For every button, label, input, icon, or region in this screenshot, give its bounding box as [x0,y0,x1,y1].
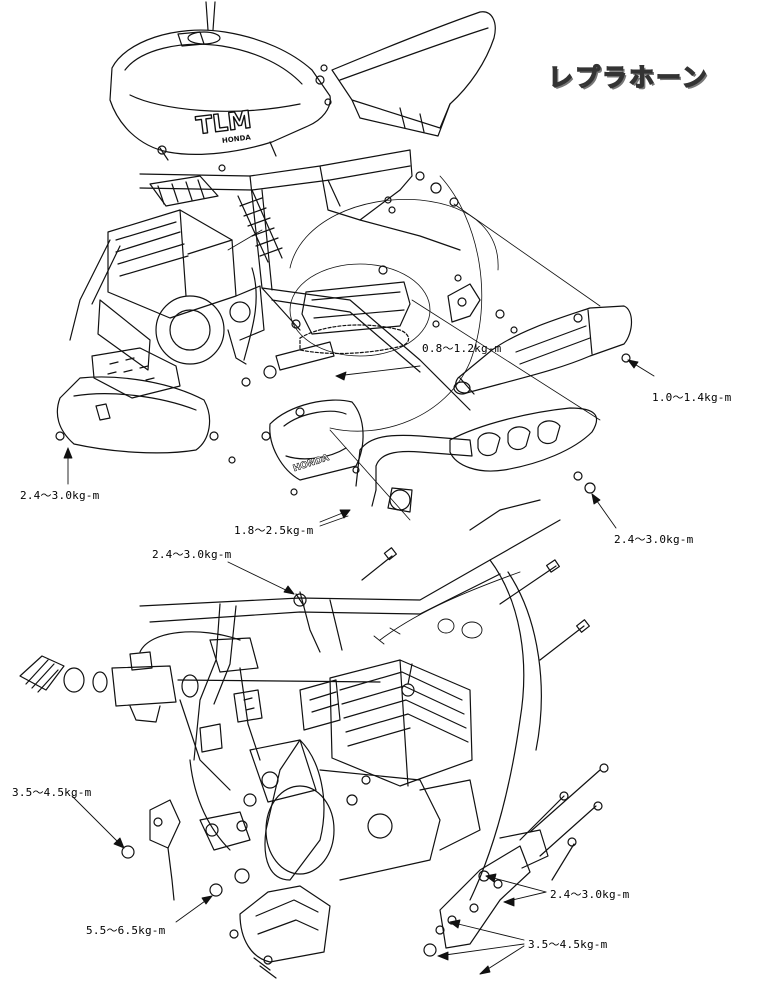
torque-label-pivot-nut: 5.5〜6.5kg-m [86,924,166,937]
lower-frame [139,499,561,901]
tank-maker-logo: HONDA [222,133,252,145]
exhaust-pipe [355,434,473,513]
torque-label-engine-bracket-lower: 3.5〜4.5kg-m [528,938,608,951]
brand-title: レプラホーン [547,62,709,92]
torque-label-frame-bolt: 2.4〜3.0kg-m [152,548,232,561]
footpeg-plate [91,347,181,399]
fuel-tank [109,1,331,161]
torque-label-skid-plate: 2.4〜3.0kg-m [20,489,100,502]
engine-bracket [423,763,609,957]
heat-shield [449,407,598,494]
torque-label-rear-sprocket: 0.8〜1.2kg-m [422,342,502,355]
lower-engine [243,659,481,881]
rear-wheel [289,175,499,432]
chain-sprocket [291,265,411,355]
brake-pedal [121,799,181,901]
left-side-cover [261,399,364,496]
frame [69,149,471,411]
clutch-cable [373,571,521,645]
muffler [453,305,633,395]
frame-bolt-part [293,593,307,607]
tank-model-logo: TLM [195,105,254,140]
chain-guide [241,341,335,387]
torque-label-footpeg-bracket: 2.4〜3.0kg-m [614,533,694,546]
seat [331,11,496,137]
torque-arrows [63,359,655,975]
fender-fasteners [384,171,459,214]
skid-plate-lower [229,885,331,979]
intake-pieces [199,689,263,753]
footpeg-bracket-part [199,811,251,897]
rear-shock [237,189,283,263]
leader-lines-upper [227,203,601,521]
upper-engine [97,175,265,371]
torque-label-engine-bracket-upper: 2.4〜3.0kg-m [550,888,630,901]
tank-fasteners [157,64,332,172]
skid-plate-upper [55,376,236,464]
torque-label-exhaust-joint: 1.8〜2.5kg-m [234,524,314,537]
muffler-bracket [432,274,518,334]
carburetor [19,631,381,723]
cover-maker-logo: HONDA [292,453,330,474]
torque-label-carb-clamp: 3.5〜4.5kg-m [12,786,92,799]
torque-label-muffler-mount: 1.0〜1.4kg-m [652,391,732,404]
long-bolts [361,547,591,661]
